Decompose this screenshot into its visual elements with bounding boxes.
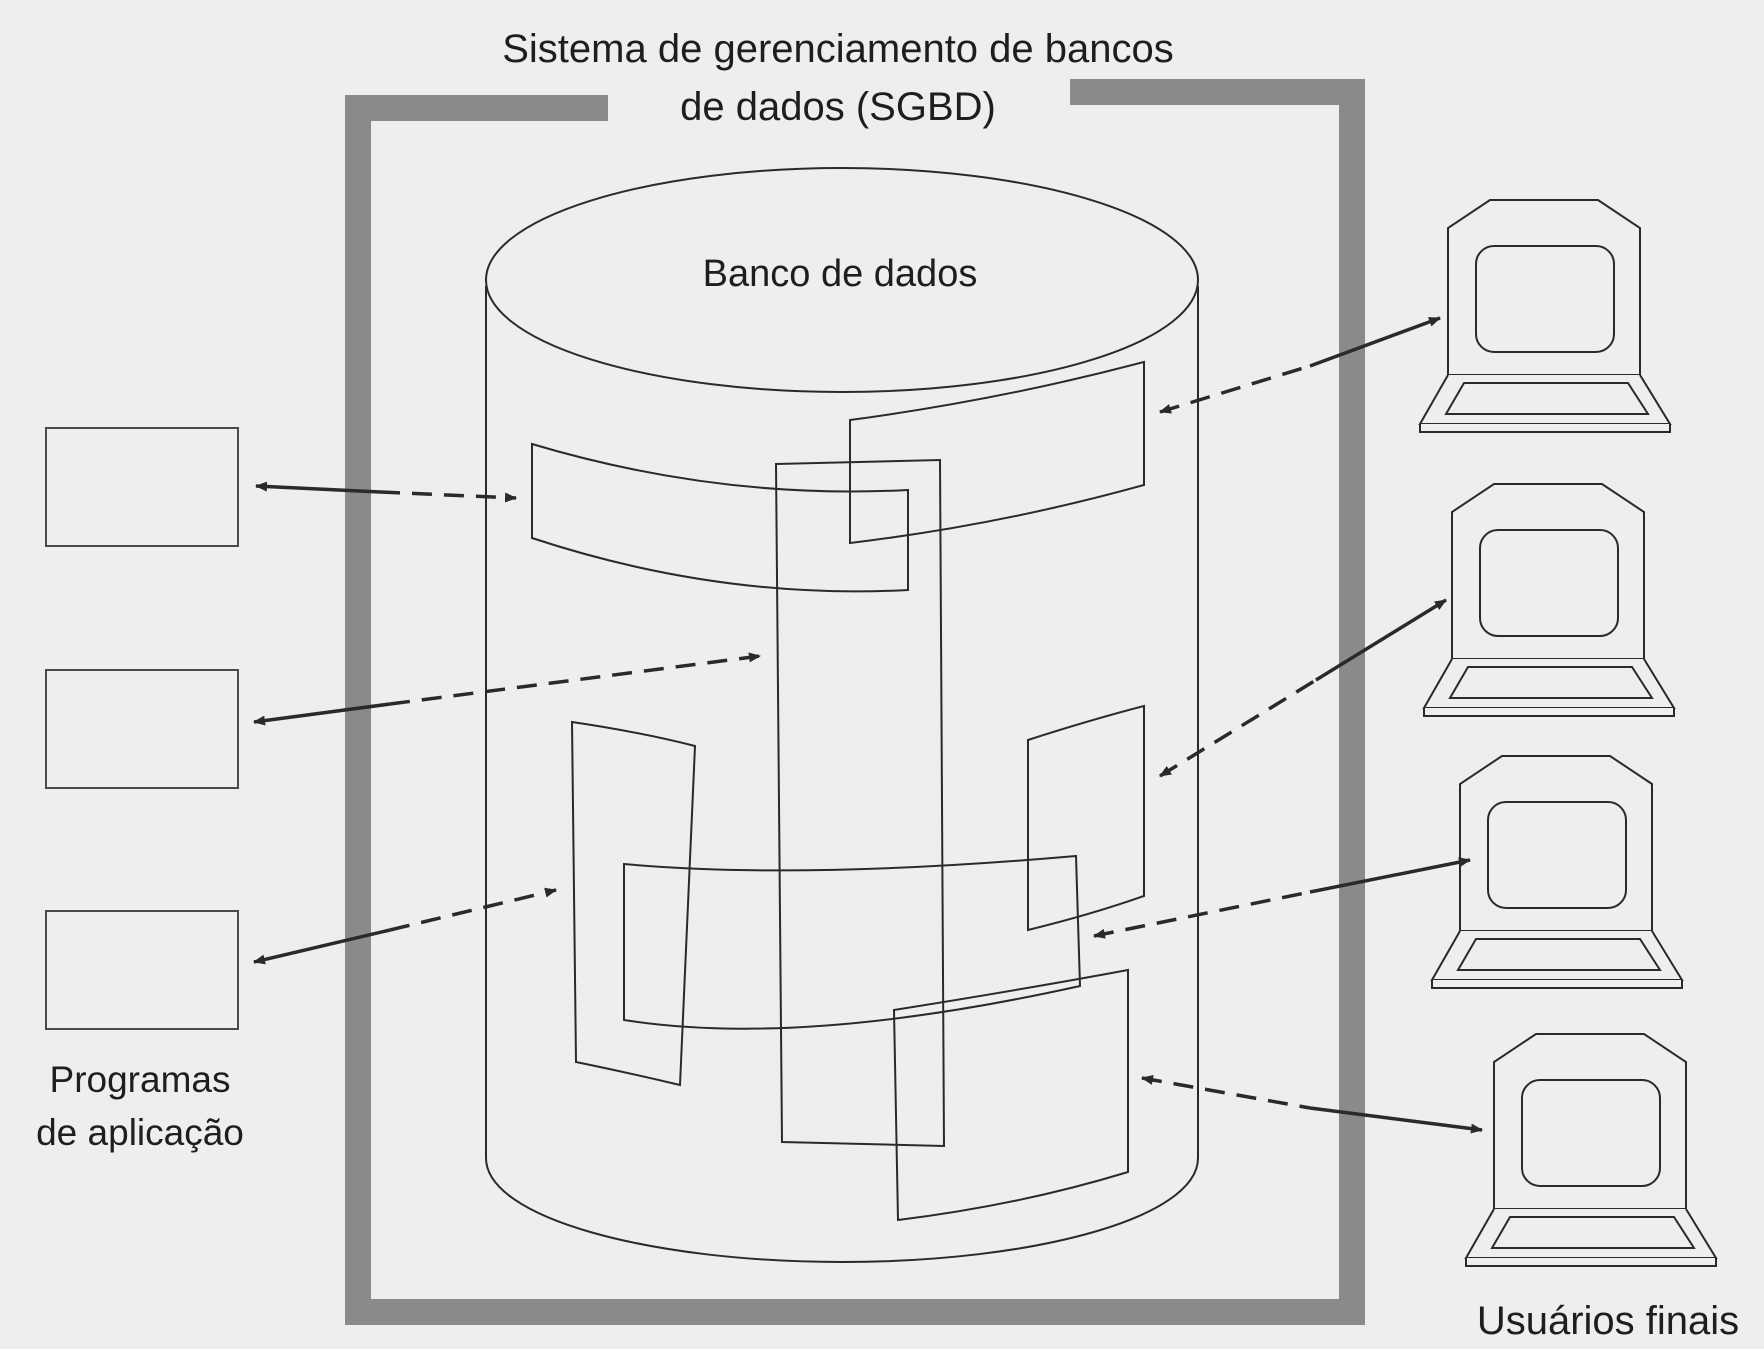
connection-arrow (1093, 857, 1471, 939)
database-label: Banco de dados (703, 253, 978, 295)
data-view-7 (892, 968, 1129, 1222)
connection-arrow (253, 652, 761, 726)
data-view-3 (774, 458, 946, 1148)
data-view-2 (849, 360, 1145, 545)
application-programs-label-line1: Programas (50, 1059, 231, 1100)
connection-arrows (253, 316, 1483, 1134)
data-view-1 (531, 442, 909, 593)
end-users-label: Usuários finais (1477, 1299, 1739, 1343)
application-program-box (45, 910, 239, 1030)
application-program-box (45, 427, 239, 547)
computer-terminal-icon (1418, 199, 1672, 433)
database-cylinder (485, 167, 1199, 1264)
dbms-title-line2: de dados (SGBD) (680, 85, 996, 129)
dbms-title-line1: Sistema de gerenciamento de bancos (502, 27, 1174, 71)
connection-arrow (1159, 316, 1441, 414)
application-program-box (45, 669, 239, 789)
data-view-6 (623, 854, 1082, 1030)
connection-arrow (253, 887, 557, 965)
end-user-terminals (1418, 199, 1718, 1267)
computer-terminal-icon (1422, 483, 1676, 717)
data-view-4 (570, 720, 697, 1087)
data-views (531, 360, 1145, 1222)
computer-terminal-icon (1430, 755, 1684, 989)
connection-arrow (1141, 1075, 1483, 1134)
application-programs-label-line2: de aplicação (36, 1112, 244, 1153)
data-view-5 (1027, 704, 1145, 932)
dbms-frame (345, 79, 1365, 1325)
connection-arrow (255, 481, 517, 503)
application-programs (45, 427, 239, 1030)
connection-arrow (1159, 598, 1447, 778)
computer-terminal-icon (1464, 1033, 1718, 1267)
